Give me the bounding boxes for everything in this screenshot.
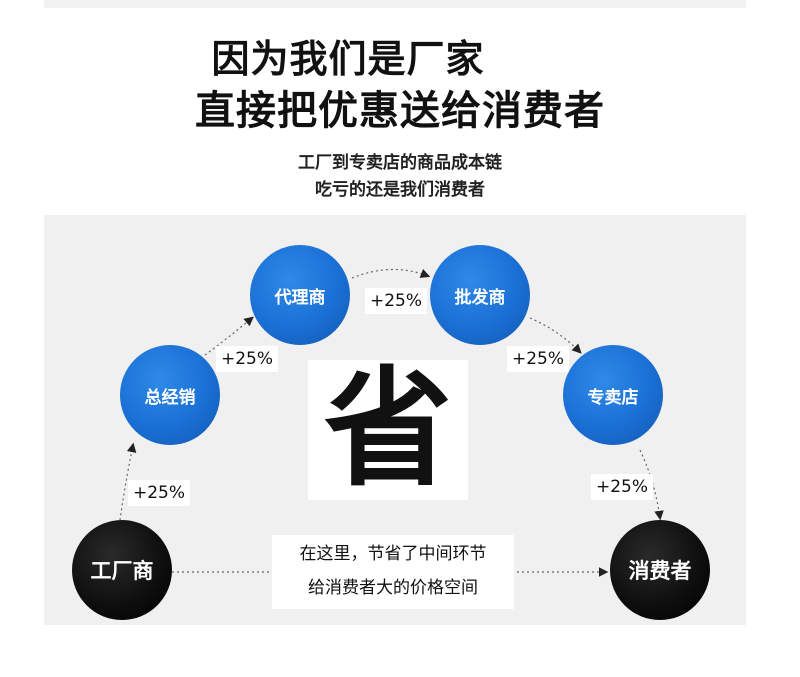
savings-note-line-1: 在这里，节省了中间环节 [299,544,487,564]
subtitle-line-2: 吃亏的还是我们消费者 [315,180,485,200]
savings-note: 在这里，节省了中间环节 给消费者大的价格空间 [272,535,514,609]
markup-label: +25% [128,480,191,506]
node-wholesaler: 批发商 [430,245,530,345]
subtitle-line-1: 工厂到专卖店的商品成本链 [298,153,502,173]
bottom-strip [44,640,746,677]
markup-label: +25% [507,346,570,372]
headline-line-1: 因为我们是厂家 [211,37,485,81]
top-strip [44,0,746,8]
markup-label: +25% [216,346,279,372]
arrow-wholesaler-store [529,317,582,354]
arrow-factory-distributor [119,442,137,521]
node-store: 专卖店 [563,345,663,445]
markup-label: +25% [591,474,654,500]
savings-note-line-2: 给消费者大的价格空间 [308,578,478,598]
node-agent: 代理商 [250,245,350,345]
node-distributor: 总经销 [120,345,220,445]
headline-line-2: 直接把优惠送给消费者 [195,88,605,134]
arrow-agent-wholesaler [351,268,431,279]
node-factory: 工厂商 [72,520,172,620]
save-character: 省 [308,360,468,500]
node-consumer: 消费者 [610,520,710,620]
markup-label: +25% [365,288,428,314]
